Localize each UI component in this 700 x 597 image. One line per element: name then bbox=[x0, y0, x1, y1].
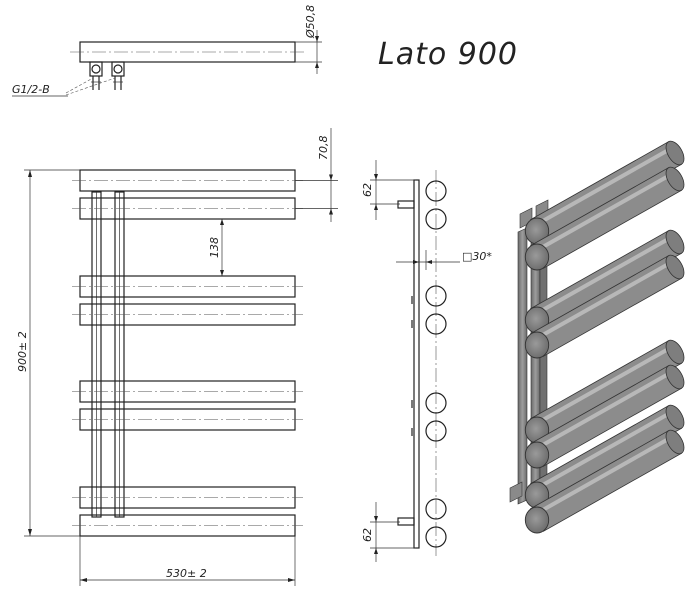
tube-diameter-label: Ø50,8 bbox=[304, 5, 317, 39]
side-tube-3 bbox=[425, 285, 447, 307]
tube-3d-highlight bbox=[533, 345, 674, 427]
tube-3d-front-cap bbox=[524, 506, 550, 534]
isometric-view bbox=[509, 140, 685, 534]
tube-3d-end-cap bbox=[665, 229, 685, 255]
tube-3d-front-cap bbox=[524, 331, 550, 359]
gap-dimension: 138 bbox=[208, 237, 221, 258]
side-tube-1 bbox=[425, 180, 447, 202]
tube-3d-highlight bbox=[533, 146, 674, 228]
tube-3d-end-cap bbox=[665, 339, 685, 365]
side-tube-5 bbox=[425, 392, 447, 414]
side-tube-8 bbox=[425, 526, 447, 548]
tube-3d-end-cap bbox=[665, 404, 685, 430]
tube-3d-end-cap bbox=[665, 140, 685, 166]
front-tube-6 bbox=[72, 408, 303, 431]
front-tube-8 bbox=[72, 514, 303, 537]
top-offset-dimension: 70,8 bbox=[317, 136, 330, 161]
tube-3d-end-cap bbox=[665, 254, 685, 280]
front-tube-4 bbox=[72, 303, 303, 326]
tube-3d-front-cap bbox=[524, 441, 550, 469]
side-view: 62 62 □30* bbox=[361, 160, 492, 562]
side-tube-4 bbox=[425, 313, 447, 335]
side-tube-6 bbox=[425, 420, 447, 442]
tube-3d-highlight bbox=[533, 435, 674, 517]
front-view: 900± 2 530± 2 70,8 138 bbox=[16, 128, 338, 586]
tube-3d-highlight bbox=[533, 172, 674, 254]
top-view: Ø50,8 G1/2-B bbox=[12, 5, 322, 97]
connection-label: G1/2-B bbox=[12, 83, 50, 96]
width-dimension: 530± 2 bbox=[166, 567, 207, 580]
valve-left bbox=[89, 61, 103, 90]
tube-3d-highlight bbox=[533, 370, 674, 452]
front-tube-2 bbox=[72, 197, 303, 220]
model-title: Lato 900 bbox=[378, 37, 518, 72]
tube-3d-end-cap bbox=[665, 166, 685, 192]
side-tube-7 bbox=[425, 498, 447, 520]
center-top-dimension: 62 bbox=[361, 183, 374, 197]
front-tube-1 bbox=[72, 169, 303, 192]
front-tube-3 bbox=[72, 275, 303, 298]
side-tube-2 bbox=[425, 208, 447, 230]
center-bottom-dimension: 62 bbox=[361, 528, 374, 542]
tube-3d-highlight bbox=[533, 410, 674, 492]
tube-3d-front-cap bbox=[524, 243, 550, 271]
tube-3d-highlight bbox=[533, 260, 674, 342]
tube-3d-highlight bbox=[533, 235, 674, 317]
valve-right bbox=[111, 61, 125, 90]
height-dimension: 900± 2 bbox=[16, 331, 29, 372]
wall-gap-dimension: □30* bbox=[462, 250, 492, 263]
tube-3d-end-cap bbox=[665, 364, 685, 390]
front-tube-7 bbox=[72, 486, 303, 509]
tube-3d-end-cap bbox=[665, 429, 685, 455]
front-tube-5 bbox=[72, 380, 303, 403]
